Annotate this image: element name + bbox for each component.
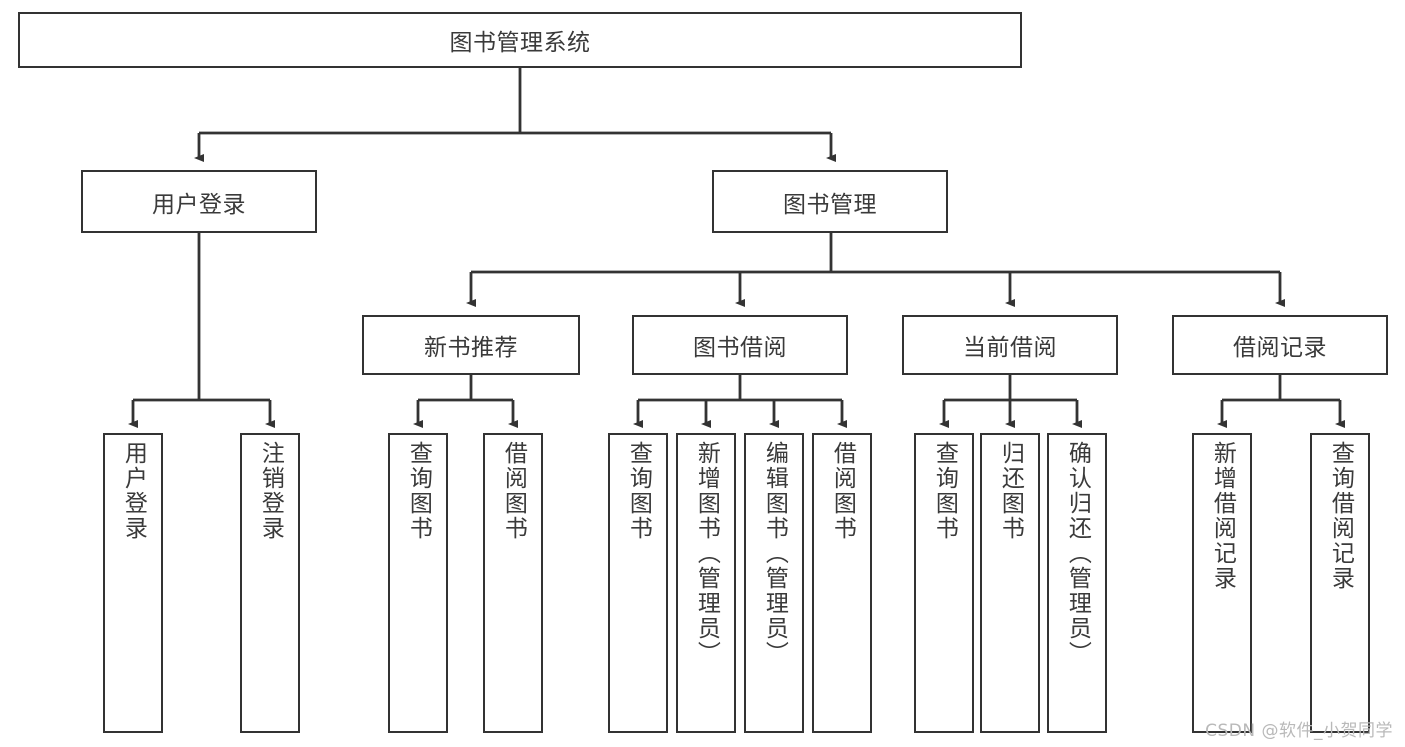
leaf-book-borrow-add[interactable]: 新增图书（管理员） [676,433,736,733]
leaf-new-book-borrow[interactable]: 借阅图书 [483,433,543,733]
leaf-label: 借阅图书 [500,441,527,541]
leaf-user-login-login[interactable]: 用户登录 [103,433,163,733]
node-current-borrow[interactable]: 当前借阅 [902,315,1118,375]
leaf-label: 新增图书（管理员） [693,441,720,666]
leaf-borrow-record-add[interactable]: 新增借阅记录 [1192,433,1252,733]
leaf-label: 查询图书 [405,441,432,541]
node-label: 用户登录 [152,191,246,218]
node-label: 图书管理 [783,191,877,218]
leaf-borrow-record-query[interactable]: 查询借阅记录 [1310,433,1370,733]
leaf-book-borrow-edit[interactable]: 编辑图书（管理员） [744,433,804,733]
leaf-book-borrow-query[interactable]: 查询图书 [608,433,668,733]
leaf-current-borrow-return[interactable]: 归还图书 [980,433,1040,733]
node-label: 当前借阅 [963,335,1057,361]
node-borrow-record[interactable]: 借阅记录 [1172,315,1388,375]
leaf-current-borrow-query[interactable]: 查询图书 [914,433,974,733]
leaf-current-borrow-confirm-return[interactable]: 确认归还（管理员） [1047,433,1107,733]
leaf-label: 借阅图书 [829,441,856,541]
leaf-label: 查询图书 [625,441,652,541]
leaf-label: 归还图书 [997,441,1024,541]
node-label: 图书管理系统 [449,30,591,56]
node-user-login[interactable]: 用户登录 [81,170,317,233]
leaf-label: 编辑图书（管理员） [761,441,788,666]
node-label: 借阅记录 [1233,335,1327,361]
node-book-borrow[interactable]: 图书借阅 [632,315,848,375]
leaf-user-login-logout[interactable]: 注销登录 [240,433,300,733]
leaf-new-book-query[interactable]: 查询图书 [388,433,448,733]
node-book-management[interactable]: 图书管理 [712,170,948,233]
leaf-label: 查询图书 [931,441,958,541]
leaf-book-borrow-borrow[interactable]: 借阅图书 [812,433,872,733]
node-root-book-management-system[interactable]: 图书管理系统 [18,12,1022,68]
node-new-book-recommend[interactable]: 新书推荐 [362,315,580,375]
leaf-label: 确认归还（管理员） [1064,441,1091,666]
leaf-label: 查询借阅记录 [1327,441,1354,591]
node-label: 新书推荐 [424,335,518,361]
leaf-label: 新增借阅记录 [1209,441,1236,591]
node-label: 图书借阅 [693,335,787,361]
leaf-label: 注销登录 [257,441,284,541]
leaf-label: 用户登录 [120,441,147,541]
